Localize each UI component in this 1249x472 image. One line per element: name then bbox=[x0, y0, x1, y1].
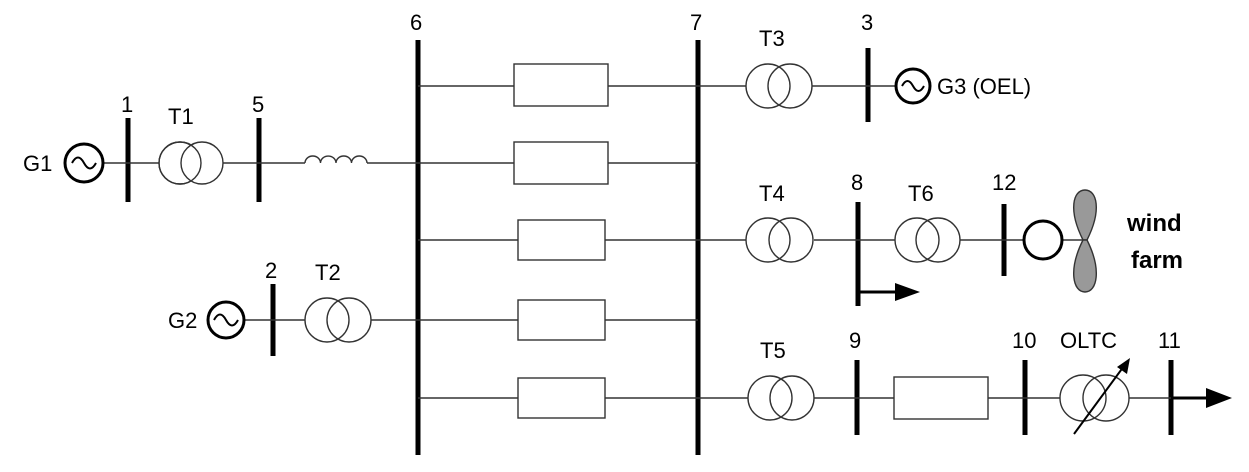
transformer-t4-icon bbox=[745, 217, 814, 263]
line-impedance bbox=[893, 376, 989, 420]
oltc-label: OLTC bbox=[1060, 328, 1117, 353]
wind-turbine-icon bbox=[1022, 189, 1097, 293]
transformer-t6-icon bbox=[894, 217, 961, 263]
transformer-t2-label: T2 bbox=[315, 260, 341, 285]
load-arrow-icon bbox=[895, 283, 920, 301]
line-impedance bbox=[517, 219, 606, 261]
bus-12-label: 12 bbox=[992, 170, 1016, 195]
bus-2-label: 2 bbox=[265, 258, 277, 283]
line-impedance bbox=[513, 141, 609, 185]
transformer-t3-icon bbox=[745, 63, 813, 109]
bus-1-label: 1 bbox=[121, 92, 133, 117]
generator-g2-icon bbox=[206, 300, 246, 340]
bus-11-label: 11 bbox=[1158, 328, 1181, 353]
generator-g1-icon bbox=[63, 142, 105, 184]
wind-farm-label-line1: wind bbox=[1126, 210, 1182, 237]
transformer-t1-label: T1 bbox=[168, 104, 194, 129]
bus-10-label: 10 bbox=[1012, 328, 1036, 353]
load-arrow-icon bbox=[1206, 388, 1232, 408]
oltc-transformer-icon bbox=[1059, 358, 1130, 435]
transformer-t6-label: T6 bbox=[908, 181, 934, 206]
generator-g1-label: G1 bbox=[23, 151, 52, 176]
transformer-t4-label: T4 bbox=[759, 181, 785, 206]
transformer-t5-icon bbox=[747, 375, 815, 421]
bus-6-label: 6 bbox=[410, 10, 422, 35]
generator-g2-label: G2 bbox=[168, 308, 197, 333]
wind-farm-label-line2: farm bbox=[1131, 247, 1183, 274]
series-reactor-icon bbox=[304, 155, 368, 164]
transformer-t3-label: T3 bbox=[759, 26, 785, 51]
line-impedance bbox=[517, 377, 606, 419]
bus-3-label: 3 bbox=[861, 10, 873, 35]
bus-7-label: 7 bbox=[690, 10, 702, 35]
generator-g3-icon bbox=[894, 67, 932, 105]
line-impedance bbox=[513, 63, 609, 107]
transformer-t2-icon bbox=[304, 297, 372, 343]
line-impedance bbox=[517, 299, 606, 341]
bus-8-label: 8 bbox=[851, 170, 863, 195]
bus-5-label: 5 bbox=[252, 92, 264, 117]
transformer-t5-label: T5 bbox=[760, 338, 786, 363]
generator-g3-label: G3 (OEL) bbox=[937, 74, 1031, 99]
bus-9-label: 9 bbox=[849, 328, 861, 353]
transformer-t1-icon bbox=[158, 141, 224, 185]
